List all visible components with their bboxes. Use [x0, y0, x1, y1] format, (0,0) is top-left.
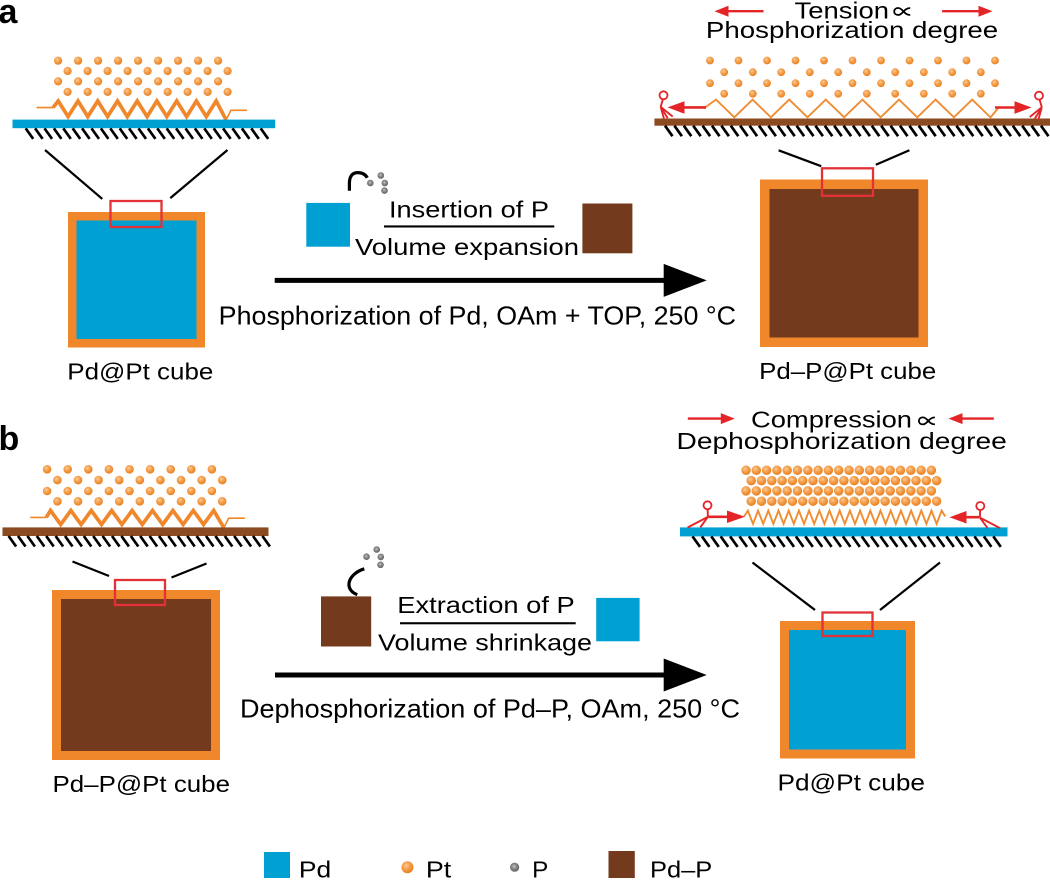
svg-text:Pd–P@Pt cube: Pd–P@Pt cube: [53, 771, 230, 797]
svg-text:Pd: Pd: [299, 856, 331, 882]
svg-text:Dephosphorization degree: Dephosphorization degree: [677, 428, 1007, 454]
svg-text:Phosphorization of Pd, OAm + T: Phosphorization of Pd, OAm + TOP, 250 °C: [219, 301, 736, 331]
svg-text:Pt: Pt: [426, 856, 452, 882]
svg-text:Pd@Pt cube: Pd@Pt cube: [67, 359, 213, 385]
svg-text:Extraction of P: Extraction of P: [397, 592, 574, 618]
svg-text:a: a: [0, 0, 19, 31]
svg-text:Volume shrinkage: Volume shrinkage: [378, 629, 592, 655]
svg-text:Pd@Pt cube: Pd@Pt cube: [778, 769, 926, 795]
svg-text:Pd–P@Pt cube: Pd–P@Pt cube: [759, 358, 936, 384]
svg-text:Phosphorization degree: Phosphorization degree: [706, 17, 998, 43]
svg-text:Compression: Compression: [751, 407, 912, 433]
svg-text:Dephosphorization of Pd–P, OAm: Dephosphorization of Pd–P, OAm, 250 °C: [240, 694, 740, 724]
svg-text:P: P: [532, 856, 548, 882]
svg-text:Volume expansion: Volume expansion: [355, 234, 579, 260]
svg-text:Tension: Tension: [795, 0, 890, 23]
svg-text:b: b: [0, 420, 19, 458]
svg-text:Pd–P: Pd–P: [650, 856, 712, 882]
svg-text:Insertion of P: Insertion of P: [389, 196, 549, 222]
